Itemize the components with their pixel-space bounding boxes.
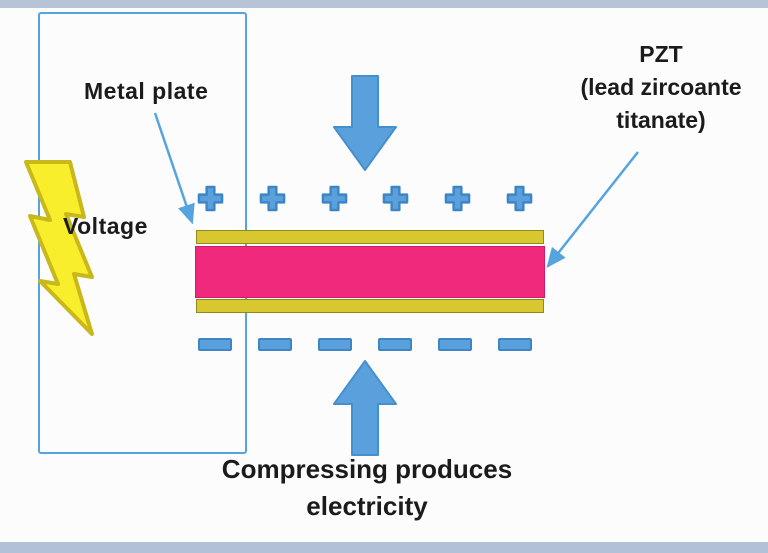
pzt-label-line2: (lead zircoante [580,74,742,100]
top-metal-plate [196,230,544,244]
caption-line1: Compressing produces [221,454,513,484]
compress-up-arrow [333,360,397,456]
minus-charge-icon [498,338,532,351]
metal-plate-label: Metal plate [84,78,209,104]
plus-charge-icon [321,185,347,212]
plus-charge-icon [383,185,409,212]
negative-charge-row [198,338,532,351]
pzt-label-line1: PZT [639,41,683,67]
frame-bar-top [0,0,768,8]
frame-bar-bottom [0,542,768,553]
caption-line2: electricity [306,491,428,521]
pzt-label: PZT (lead zircoante titanate) [558,38,764,137]
bottom-metal-plate [196,299,544,313]
minus-charge-icon [258,338,292,351]
pzt-crystal [195,246,545,298]
plus-charge-icon [197,185,224,212]
minus-charge-icon [438,338,472,351]
voltage-label: Voltage [63,213,148,239]
plus-charge-icon [259,185,286,212]
positive-charge-row [196,184,534,213]
plus-charge-icon [506,185,533,212]
plus-charge-icon [444,185,471,212]
minus-charge-icon [378,338,412,351]
pzt-label-line3: titanate) [616,107,706,133]
compress-down-arrow [333,75,397,171]
lightning-bolt-icon [6,158,110,338]
caption: Compressing produces electricity [198,451,536,525]
pzt-pointer-arrow [546,151,639,268]
minus-charge-icon [198,338,232,351]
minus-charge-icon [318,338,352,351]
